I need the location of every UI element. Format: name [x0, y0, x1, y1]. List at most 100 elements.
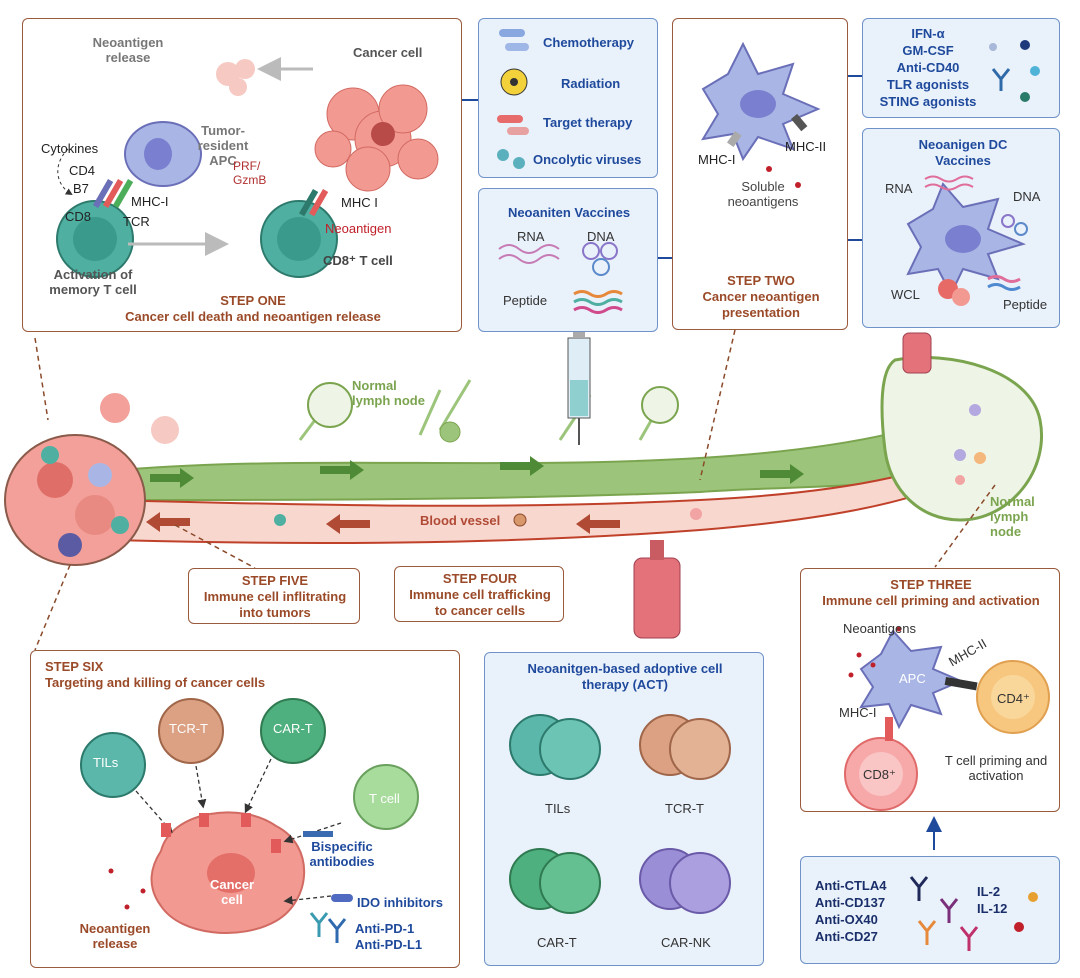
checkpoint-antibody-list: Anti-CTLA4 Anti-CD137 Anti-OX40 Anti-CD2… — [815, 877, 911, 945]
step-two-subtitle: Cancer neoantigen presentation — [702, 289, 820, 320]
step-six-subtitle: Targeting and killing of cancer cells — [45, 675, 266, 690]
cd8-label: CD8 — [65, 209, 92, 224]
neoantigen-vaccines-panel: Neoaniten Vaccines RNA DNA Peptide — [478, 188, 658, 332]
iv-bag-lymph-icon — [902, 332, 932, 374]
dc-dna-label: DNA — [1013, 189, 1041, 204]
neoantigen-release-label: Neoantigen release — [92, 35, 164, 65]
step-two-title: STEP TWO Cancer neoantigen presentation — [683, 273, 839, 321]
anti-ctla4: Anti-CTLA4 — [815, 878, 887, 893]
mhc-i-label: MHC-I — [131, 194, 169, 209]
dc-vaccine-illustration — [906, 175, 1028, 306]
anti-cd137: Anti-CD137 — [815, 895, 886, 910]
step-three-mhc-i: MHC-I — [839, 705, 877, 720]
therapy-chemotherapy: Chemotherapy — [543, 35, 635, 50]
checkpoint-cytokine-list: IL-2 IL-12 — [977, 883, 1027, 917]
vaccine-icons — [498, 242, 623, 314]
step-six-illustration — [80, 698, 419, 943]
neoantigen-label: Neoantigen — [325, 221, 392, 236]
step-six-heading: STEP SIX — [45, 659, 104, 674]
step-two-heading: STEP TWO — [727, 273, 795, 288]
step-three-subtitle: Immune cell priming and activation — [822, 593, 1040, 608]
six-car-t-label: CAR-T — [273, 721, 313, 736]
step-three-cd4: CD4⁺ — [997, 691, 1030, 706]
step-two-panel: MHC-I MHC-II Soluble neoantigens STEP TW… — [672, 18, 848, 330]
vaccine-peptide-label: Peptide — [503, 293, 548, 308]
circulating-cell — [690, 508, 702, 520]
therapy-oncolytic: Oncolytic viruses — [533, 152, 642, 167]
tcr-label: TCR — [123, 214, 150, 229]
mhc-i-tumor-label: MHC I — [341, 195, 378, 210]
adjuvant-sting: STING agonists — [879, 94, 977, 109]
blood-vessel-label: Blood vessel — [420, 513, 501, 528]
step-three-panel: STEP THREE Immune cell priming and activ… — [800, 568, 1060, 812]
step-three-apc: APC — [899, 671, 926, 686]
act-tils-label: TILs — [545, 801, 571, 816]
step-two-mhc-ii: MHC-II — [785, 139, 827, 154]
step-three-priming: T cell priming and activation — [944, 753, 1048, 783]
adjuvant-anti-cd40: Anti-CD40 — [896, 60, 960, 75]
step-five-title: STEP FIVE Immune cell inflitrating into … — [189, 573, 361, 621]
iv-bag-icon — [633, 540, 681, 639]
therapy-icons — [497, 29, 529, 169]
vaccine-rna-label: RNA — [517, 229, 545, 244]
dc-vaccines-panel: Neoanigen DC Vaccines RNA DNA WCL Peptid… — [862, 128, 1060, 328]
syringe-icon — [567, 324, 591, 445]
step-four-panel: STEP FOUR Immune cell trafficking to can… — [394, 566, 564, 622]
anti-cd27: Anti-CD27 — [815, 929, 878, 944]
step-five-subtitle: Immune cell inflitrating into tumors — [203, 589, 347, 620]
lymph-flow-arrows — [150, 456, 804, 488]
therapies-panel: Chemotherapy Radiation Target therapy On… — [478, 18, 658, 178]
act-car-nk-label: CAR-NK — [661, 935, 711, 950]
step-five-heading: STEP FIVE — [241, 573, 309, 588]
dendritic-cell-illustration — [701, 41, 821, 188]
step-two-mhc-i: MHC-I — [698, 152, 736, 167]
step-one-subtitle: Cancer cell death and neoantigen release — [125, 309, 381, 324]
circulating-immune-cell — [513, 513, 527, 527]
soluble-neoantigens-label: Soluble neoantigens — [727, 179, 799, 209]
step-four-subtitle: Immune cell trafficking to cancer cells — [409, 587, 551, 618]
checkpoint-icons — [909, 876, 1038, 951]
adjuvant-ifn: IFN-α — [911, 26, 945, 41]
anti-pdl1-label: Anti-PD-L1 — [355, 937, 423, 952]
dc-rna-label: RNA — [885, 181, 913, 196]
step-three-cd8: CD8⁺ — [863, 767, 896, 782]
step-three-neoantigens: Neoantigens — [843, 621, 916, 636]
step-one-illustration — [56, 57, 439, 278]
step-five-panel: STEP FIVE Immune cell inflitrating into … — [188, 568, 360, 624]
released-cell-fragments — [100, 393, 179, 444]
blood-flow-arrows — [146, 512, 620, 534]
adjuvants-panel: IFN-α GM-CSF Anti-CD40 TLR agonists STIN… — [862, 18, 1060, 118]
large-lymph-node — [880, 356, 1043, 522]
act-tcr-t-label: TCR-T — [665, 801, 704, 816]
neoantigen-vaccines-title: Neoaniten Vaccines — [507, 205, 631, 220]
adjuvant-list: IFN-α GM-CSF Anti-CD40 TLR agonists STIN… — [863, 25, 993, 110]
step-three-illustration — [844, 626, 1050, 811]
six-cancer-cell-label: Cancer cell — [209, 877, 255, 907]
six-tils-label: TILs — [93, 755, 119, 770]
dc-peptide-label: Peptide — [1003, 297, 1048, 312]
step-three-title: STEP THREE Immune cell priming and activ… — [801, 577, 1061, 609]
step-four-heading: STEP FOUR — [442, 571, 518, 586]
il-12: IL-12 — [977, 901, 1008, 916]
adjuvant-gmcsf: GM-CSF — [902, 43, 954, 58]
checkpoint-panel: Anti-CTLA4 Anti-CD137 Anti-OX40 Anti-CD2… — [800, 856, 1060, 964]
step-six-panel: STEP SIX Targeting and killing of cancer… — [30, 650, 460, 968]
act-car-t-label: CAR-T — [537, 935, 577, 950]
act-illustration — [509, 714, 731, 914]
b7-label: B7 — [73, 181, 89, 196]
cd4-label: CD4 — [69, 163, 96, 178]
act-title: Neoanitgen-based adoptive cell therapy (… — [527, 661, 723, 692]
step-one-heading: STEP ONE — [220, 293, 286, 308]
dc-vaccines-title: Neoanigen DC Vaccines — [918, 137, 1008, 168]
vaccine-dna-label: DNA — [587, 229, 615, 244]
anti-ox40: Anti-OX40 — [815, 912, 878, 927]
adjuvant-tlr: TLR agonists — [886, 77, 970, 92]
cancer-cell-label: Cancer cell — [353, 45, 423, 60]
step-one-panel: Neoantigen release Cancer cell Cytokines… — [22, 18, 462, 332]
step-three-heading: STEP THREE — [890, 577, 972, 592]
six-neoantigen-release-label: Neoantigen release — [79, 921, 151, 951]
prf-gzmb-label: PRF/ GzmB — [233, 159, 267, 187]
dashed-connectors — [34, 329, 996, 651]
adjuvant-icons — [989, 40, 1040, 102]
